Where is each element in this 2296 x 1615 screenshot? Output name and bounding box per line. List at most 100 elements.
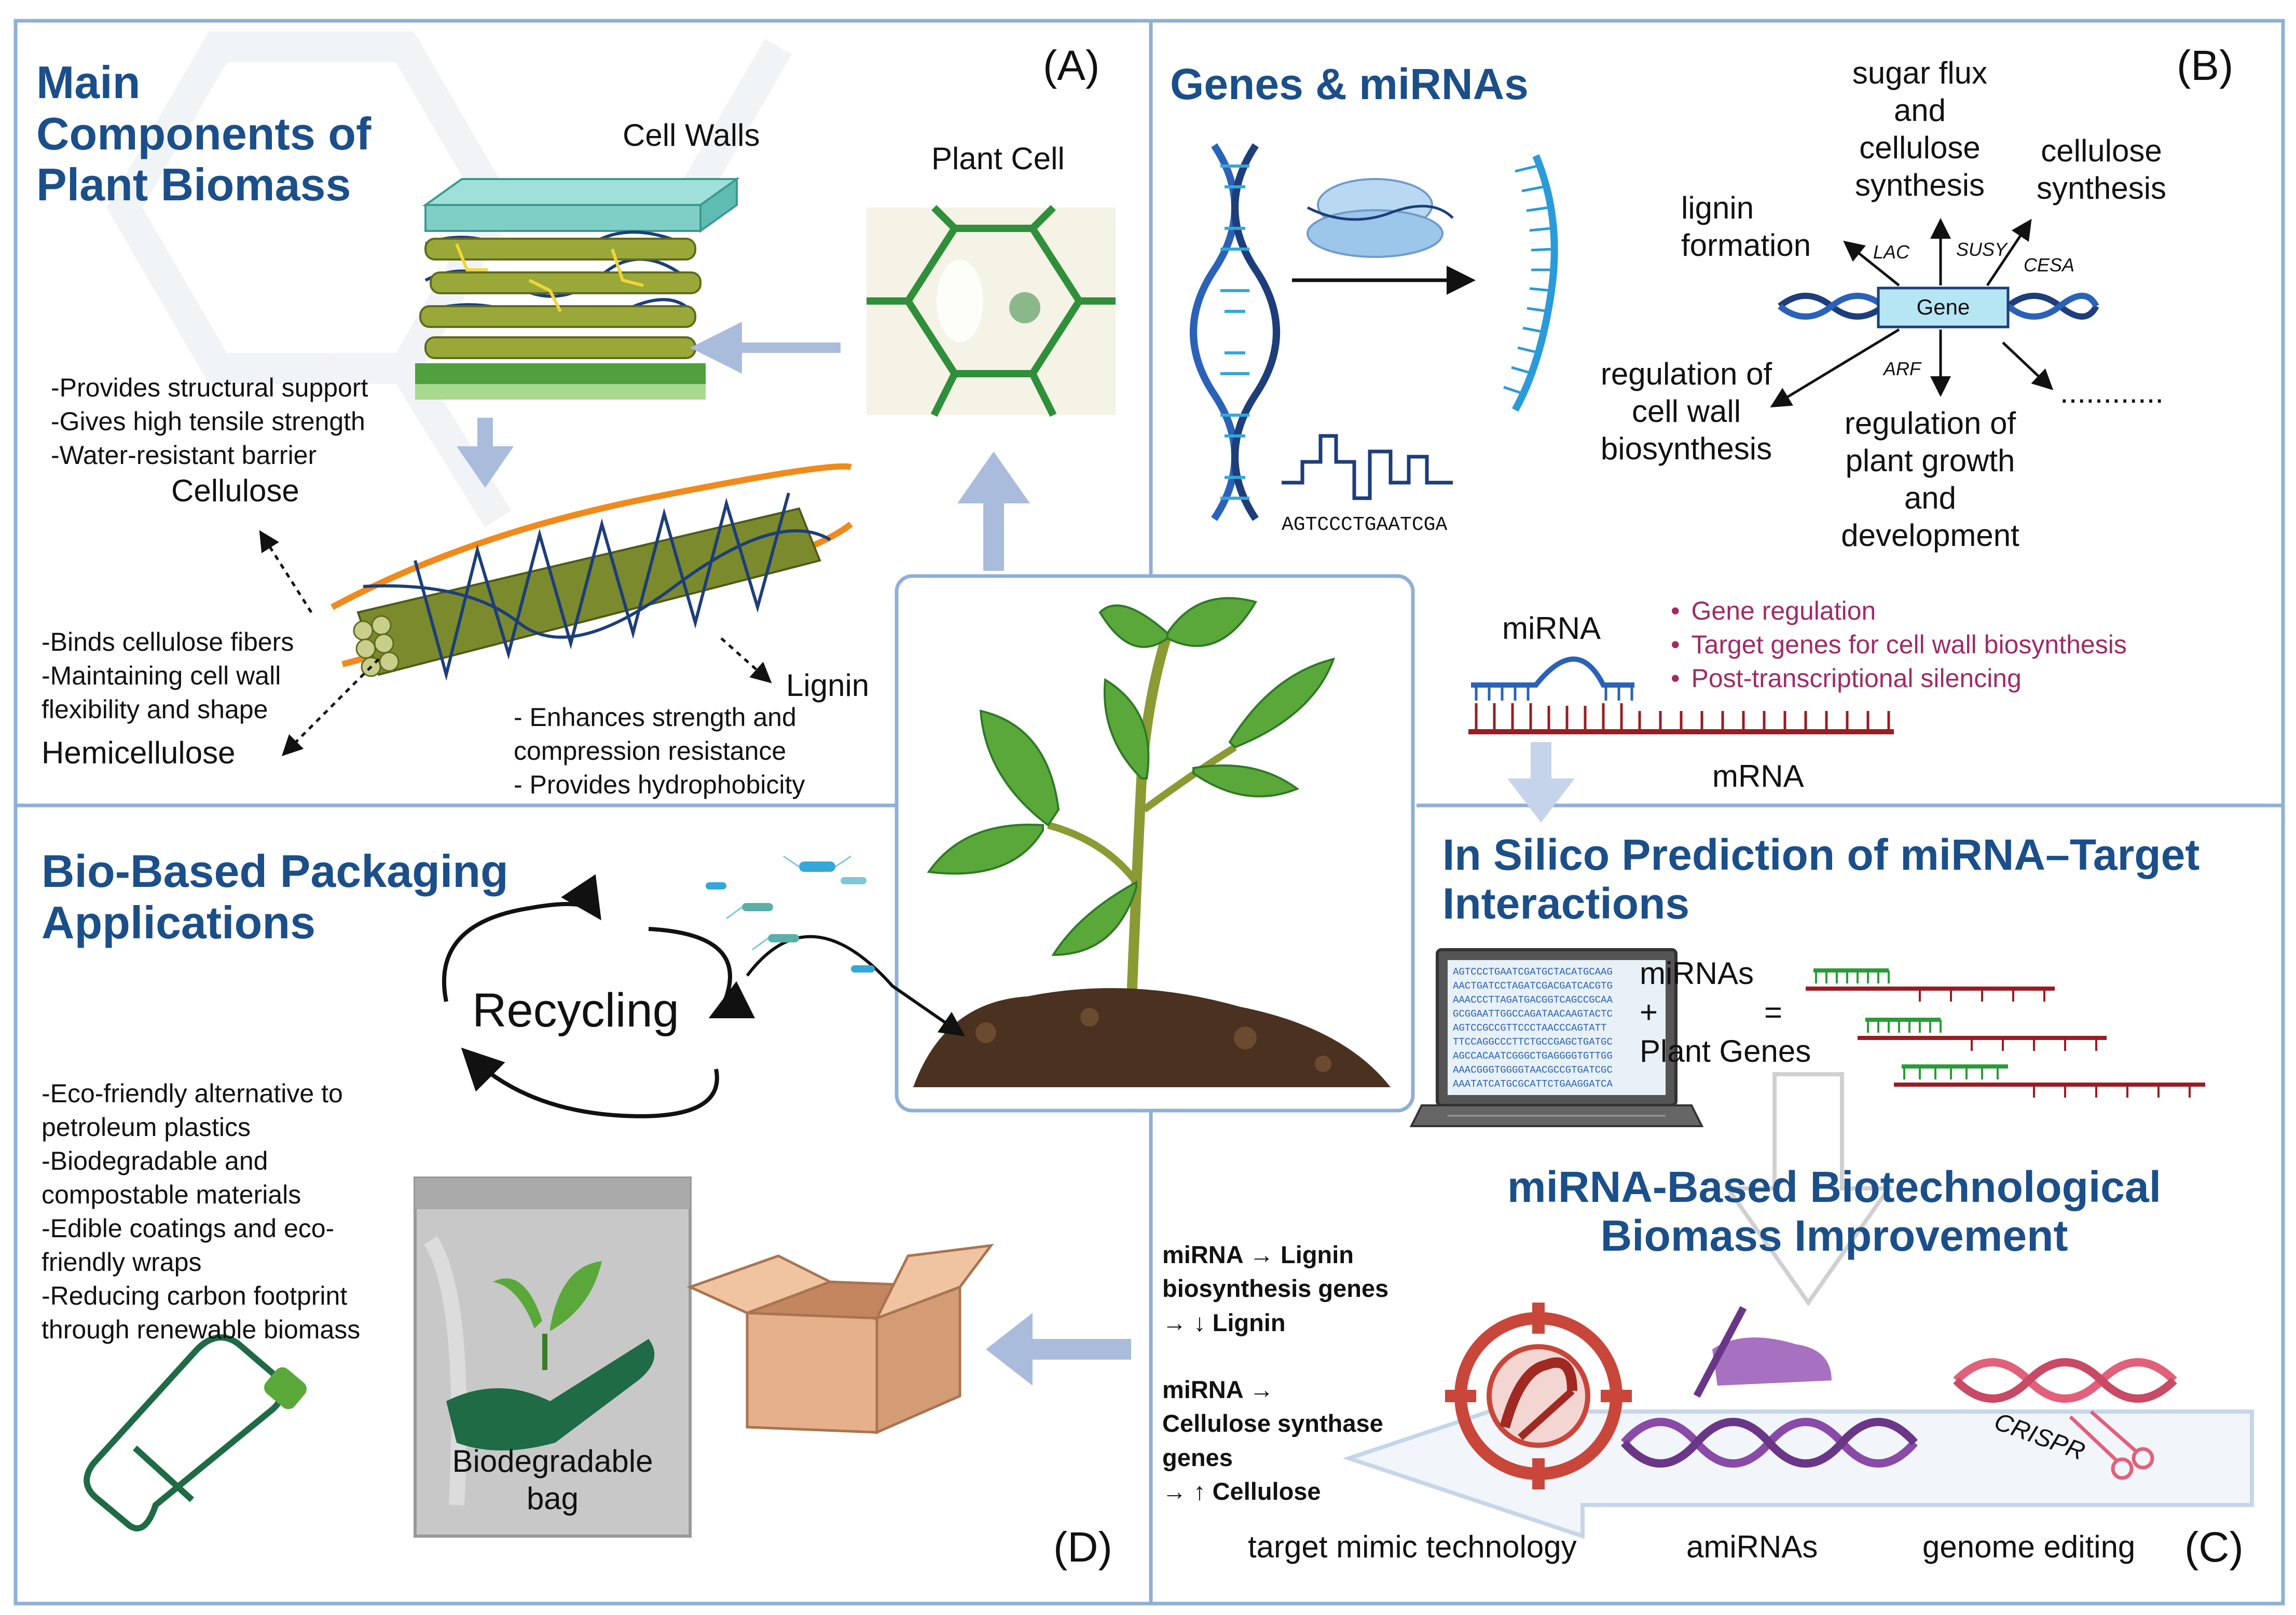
sequence-line: AACTGATCCTAGATCGACGATCACGTG — [1453, 980, 1613, 992]
arrow-plantcell-to-cellwalls — [690, 322, 841, 374]
hemicellulose-properties: -Binds cellulose fibers -Maintaining cel… — [42, 625, 294, 727]
panel-d-title-line: Bio-Based Packaging — [42, 845, 508, 897]
insilico-title-line: In Silico Prediction of miRNA–Target — [1442, 830, 2200, 879]
insilico-title: In Silico Prediction of miRNA–Target Int… — [1442, 830, 2199, 928]
property-line: - Enhances strength and — [514, 703, 796, 732]
tech-label-genome-editing: genome editing — [1922, 1529, 2136, 1564]
panel-d-tag: (D) — [1053, 1524, 1112, 1571]
packaging-benefits: -Eco-friendly alternative to petroleum p… — [42, 1077, 360, 1347]
outcome-line: synthesis — [2036, 171, 2167, 206]
mirna-function-item: Gene regulation — [1671, 594, 2127, 628]
mirna-function-item: Post-transcriptional silencing — [1671, 662, 2127, 695]
target-mimic-illustration — [1445, 1303, 1632, 1489]
effect-line: miRNA → Lignin — [1162, 1241, 1354, 1268]
laptop-illustration — [1409, 948, 1704, 1127]
sequence-line: GCGGAATTGGCCAGATAACAAGTACTC — [1453, 1008, 1613, 1020]
mirna-function-item: Target genes for cell wall biosynthesis — [1671, 628, 2127, 662]
outcome-regulation-growth: regulation of plant growth and developme… — [1834, 405, 2026, 554]
gene-hub — [1778, 286, 2099, 329]
cellulose-properties: -Provides structural support -Gives high… — [51, 371, 368, 472]
benefit-line: friendly wraps — [42, 1248, 202, 1277]
outcome-line: biosynthesis — [1600, 431, 1772, 466]
crispr-illustration — [1953, 1358, 2177, 1480]
property-line: compression resistance — [514, 736, 787, 765]
tech-label-target-mimic: target mimic technology — [1248, 1529, 1577, 1564]
laptop-screen-text: AGTCCCTGAATCGATGCTACATGCAAG AACTGATCCTAG… — [1453, 965, 1660, 1091]
panel-a-title: Main Components of Plant Biomass — [36, 57, 371, 211]
benefit-line: petroleum plastics — [42, 1113, 251, 1142]
mirna-label: miRNA — [1502, 611, 1601, 646]
panel-b-title: Genes & miRNAs — [1170, 60, 1529, 108]
outcome-line: regulation of — [1844, 406, 2016, 441]
property-line: -Gives high tensile strength — [51, 407, 365, 436]
dna-sequence: AGTCCCTGAATCGA — [1282, 514, 1448, 536]
mirna-function-list: Gene regulation Target genes for cell wa… — [1671, 594, 2127, 695]
panel-a-title-line: Main — [36, 57, 141, 108]
property-line: -Provides structural support — [51, 373, 368, 402]
effect-line: → ↑ Cellulose — [1162, 1477, 1321, 1505]
property-line: - Provides hydrophobicity — [514, 770, 805, 799]
hemicellulose-label: Hemicellulose — [42, 735, 236, 770]
outcome-line: sugar flux — [1852, 56, 1988, 90]
arrow-c-down — [1724, 1072, 1893, 1306]
amirna-illustration — [1620, 1306, 1918, 1468]
benefit-line: -Biodegradable and — [42, 1146, 268, 1175]
mirna-target-pairs — [1806, 968, 2205, 1098]
cellulose-pointer — [259, 530, 313, 613]
arrow-b-to-c — [1507, 742, 1575, 823]
recycling-loop — [442, 874, 755, 1118]
gene-output-arrows — [1770, 218, 2054, 408]
hemicellulose-pointer — [281, 658, 380, 757]
panel-d-title-line: Applications — [42, 896, 316, 948]
effect-line: → ↓ Lignin — [1162, 1308, 1286, 1336]
outcome-line: cell wall — [1631, 394, 1741, 429]
effect-line: miRNA → — [1162, 1375, 1274, 1403]
bag-label-line: bag — [526, 1481, 579, 1516]
mirna-effects: miRNA → Lignin biosynthesis genes → ↓ Li… — [1162, 1238, 1388, 1508]
panel-c-tag: (C) — [2184, 1524, 2244, 1571]
plastic-bottle-illustration — [84, 1334, 307, 1531]
outcome-regulation-cell-wall: regulation of cell wall biosynthesis — [1585, 355, 1788, 468]
panel-d-title: Bio-Based Packaging Applications — [42, 845, 508, 948]
outcome-line: and — [1893, 93, 1946, 128]
panel-a-title-line: Components of — [36, 107, 372, 159]
panel-b-tag: (B) — [2177, 42, 2234, 89]
eq-equals: = — [1764, 995, 1783, 1030]
cellulose-fibril-illustration — [331, 463, 853, 681]
outcome-cellulose-synthesis: cellulose synthesis — [2024, 132, 2179, 207]
outcome-line: regulation of — [1600, 357, 1772, 391]
lignin-pointer — [720, 637, 772, 683]
benefit-line: -Edible coatings and eco- — [42, 1214, 335, 1243]
eq-plus: + — [1640, 995, 1658, 1030]
effect-line — [1162, 1339, 1388, 1373]
sequence-line: AAATATCATGCGCATTCTGAAGGATCA — [1453, 1078, 1613, 1090]
eq-mirnas: miRNAs — [1640, 956, 1754, 991]
arrow-c-to-d — [986, 1313, 1131, 1386]
cell-wall-illustration — [415, 177, 740, 400]
sequence-line: AGTCCGCCGTTCCCTAACCCAGTATT — [1453, 1022, 1607, 1034]
effect-line: genes — [1162, 1443, 1233, 1471]
benefit-line: -Reducing carbon footprint — [42, 1281, 348, 1310]
mirna-mrna-duplex — [1468, 656, 1894, 734]
property-line: -Binds cellulose fibers — [42, 627, 294, 656]
cell-walls-label: Cell Walls — [623, 118, 760, 153]
effect-line: Cellulose synthase — [1162, 1409, 1383, 1438]
outcome-line: and — [1904, 481, 1957, 515]
arrow-cellwall-to-fiber — [457, 418, 514, 488]
cellulose-label: Cellulose — [171, 473, 299, 508]
improvement-title-line: miRNA-Based Biotechnological — [1507, 1162, 2162, 1211]
ribosome-illustration — [1307, 178, 1454, 258]
recycling-label: Recycling — [472, 984, 679, 1037]
plant-cell-label: Plant Cell — [931, 141, 1065, 176]
mrna-label: mRNA — [1712, 759, 1804, 793]
sequence-line: AGCCACAATCGGGCTGAGGGGTGTTGG — [1453, 1050, 1613, 1062]
cardboard-box-illustration — [686, 1243, 994, 1434]
outcome-sugar-flux: sugar flux and cellulose synthesis — [1837, 54, 2003, 204]
bag-label: Biodegradable bag — [415, 1443, 690, 1517]
dna-helix-illustration — [1190, 143, 1280, 521]
property-line: -Maintaining cell wall — [42, 661, 281, 690]
microbes-illustration — [706, 855, 875, 973]
sequence-line: AAACGGGTGGGGTAACGCCGTGATCGC — [1453, 1064, 1613, 1076]
outcome-line: cellulose — [2041, 133, 2162, 168]
